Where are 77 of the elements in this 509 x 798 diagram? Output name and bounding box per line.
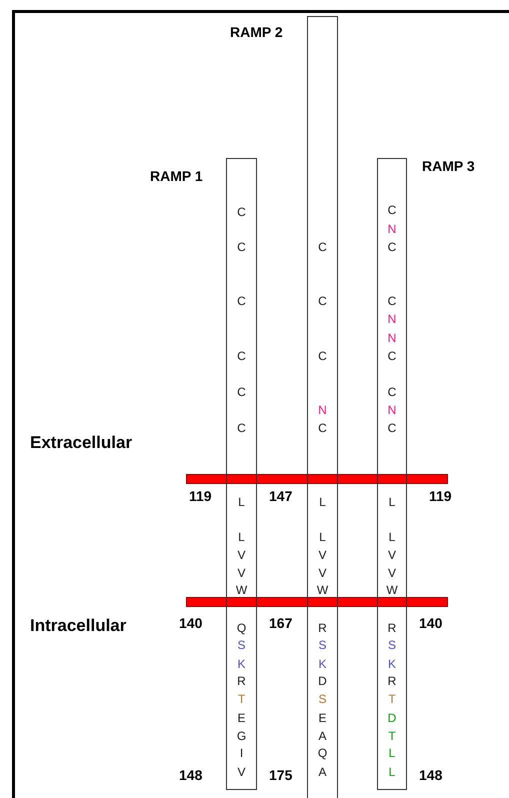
residue-number: 167 (269, 615, 292, 631)
residue-letter: L (388, 495, 396, 509)
residue-letter: W (385, 583, 399, 597)
residue-letter: T (387, 729, 397, 743)
residue-letter: A (317, 729, 328, 743)
residue-number: 119 (429, 488, 452, 504)
residue-letter: C (236, 385, 247, 399)
residue-letter: V (236, 548, 246, 562)
residue-letter: N (386, 312, 398, 326)
residue-letter: A (317, 765, 328, 779)
residue-letter: W (234, 583, 248, 597)
residue-letter: C (236, 240, 247, 254)
residue-letter: C (317, 240, 328, 254)
residue-letter: V (386, 566, 397, 580)
residue-letter: C (317, 421, 328, 435)
residue-number: 140 (419, 615, 442, 631)
residue-letter: L (318, 530, 327, 544)
residue-letter: N (386, 403, 398, 417)
residue-number: 148 (419, 767, 442, 783)
residue-letter: S (317, 692, 328, 706)
residue-letter: V (386, 548, 397, 562)
region-label: Intracellular (30, 616, 126, 636)
residue-letter: T (387, 692, 397, 706)
residue-letter: W (316, 583, 330, 597)
residue-letter: V (236, 566, 246, 580)
protein-label: RAMP 1 (150, 168, 203, 184)
residue-letter: C (386, 385, 398, 399)
residue-letter: L (237, 495, 246, 509)
protein-label: RAMP 2 (230, 24, 283, 40)
residue-letter: N (386, 331, 398, 345)
residue-letter: S (317, 638, 328, 652)
residue-number: 119 (189, 488, 212, 504)
residue-number: 175 (269, 767, 292, 783)
residue-letter: C (236, 349, 247, 363)
residue-number: 148 (179, 767, 202, 783)
residue-letter: G (236, 729, 248, 743)
residue-letter: E (236, 711, 246, 725)
residue-letter: C (236, 421, 247, 435)
residue-letter: L (388, 530, 396, 544)
residue-letter: R (317, 621, 328, 635)
residue-letter: D (317, 674, 328, 688)
residue-letter: C (386, 294, 398, 308)
residue-letter: S (386, 638, 397, 652)
protein-label: RAMP 3 (422, 158, 475, 174)
residue-letter: V (317, 548, 328, 562)
residue-letter: C (386, 240, 398, 254)
residue-letter: D (386, 711, 398, 725)
residue-letter: V (236, 765, 246, 779)
residue-letter: C (386, 349, 398, 363)
residue-letter: S (236, 638, 246, 652)
residue-letter: N (386, 222, 398, 236)
residue-letter: C (317, 349, 328, 363)
residue-letter: Q (236, 621, 248, 635)
residue-letter: L (388, 765, 396, 779)
residue-number: 140 (179, 615, 202, 631)
residue-letter: I (238, 746, 244, 760)
residue-letter: C (236, 205, 247, 219)
residue-letter: K (317, 657, 328, 671)
residue-letter: L (237, 530, 246, 544)
residue-letter: K (386, 657, 397, 671)
residue-letter: L (318, 495, 327, 509)
residue-letter: T (236, 692, 246, 706)
region-label: Extracellular (30, 433, 132, 453)
residue-letter: R (386, 674, 398, 688)
residue-letter: K (236, 657, 246, 671)
residue-letter: N (317, 403, 328, 417)
residue-letter: C (386, 421, 398, 435)
residue-letter: L (388, 746, 396, 760)
residue-letter: E (317, 711, 328, 725)
residue-letter: C (236, 294, 247, 308)
residue-letter: R (236, 674, 247, 688)
residue-letter: C (317, 294, 328, 308)
residue-letter: V (317, 566, 328, 580)
residue-number: 147 (269, 488, 292, 504)
residue-letter: C (386, 203, 398, 217)
residue-letter: R (386, 621, 398, 635)
residue-letter: Q (316, 746, 328, 760)
